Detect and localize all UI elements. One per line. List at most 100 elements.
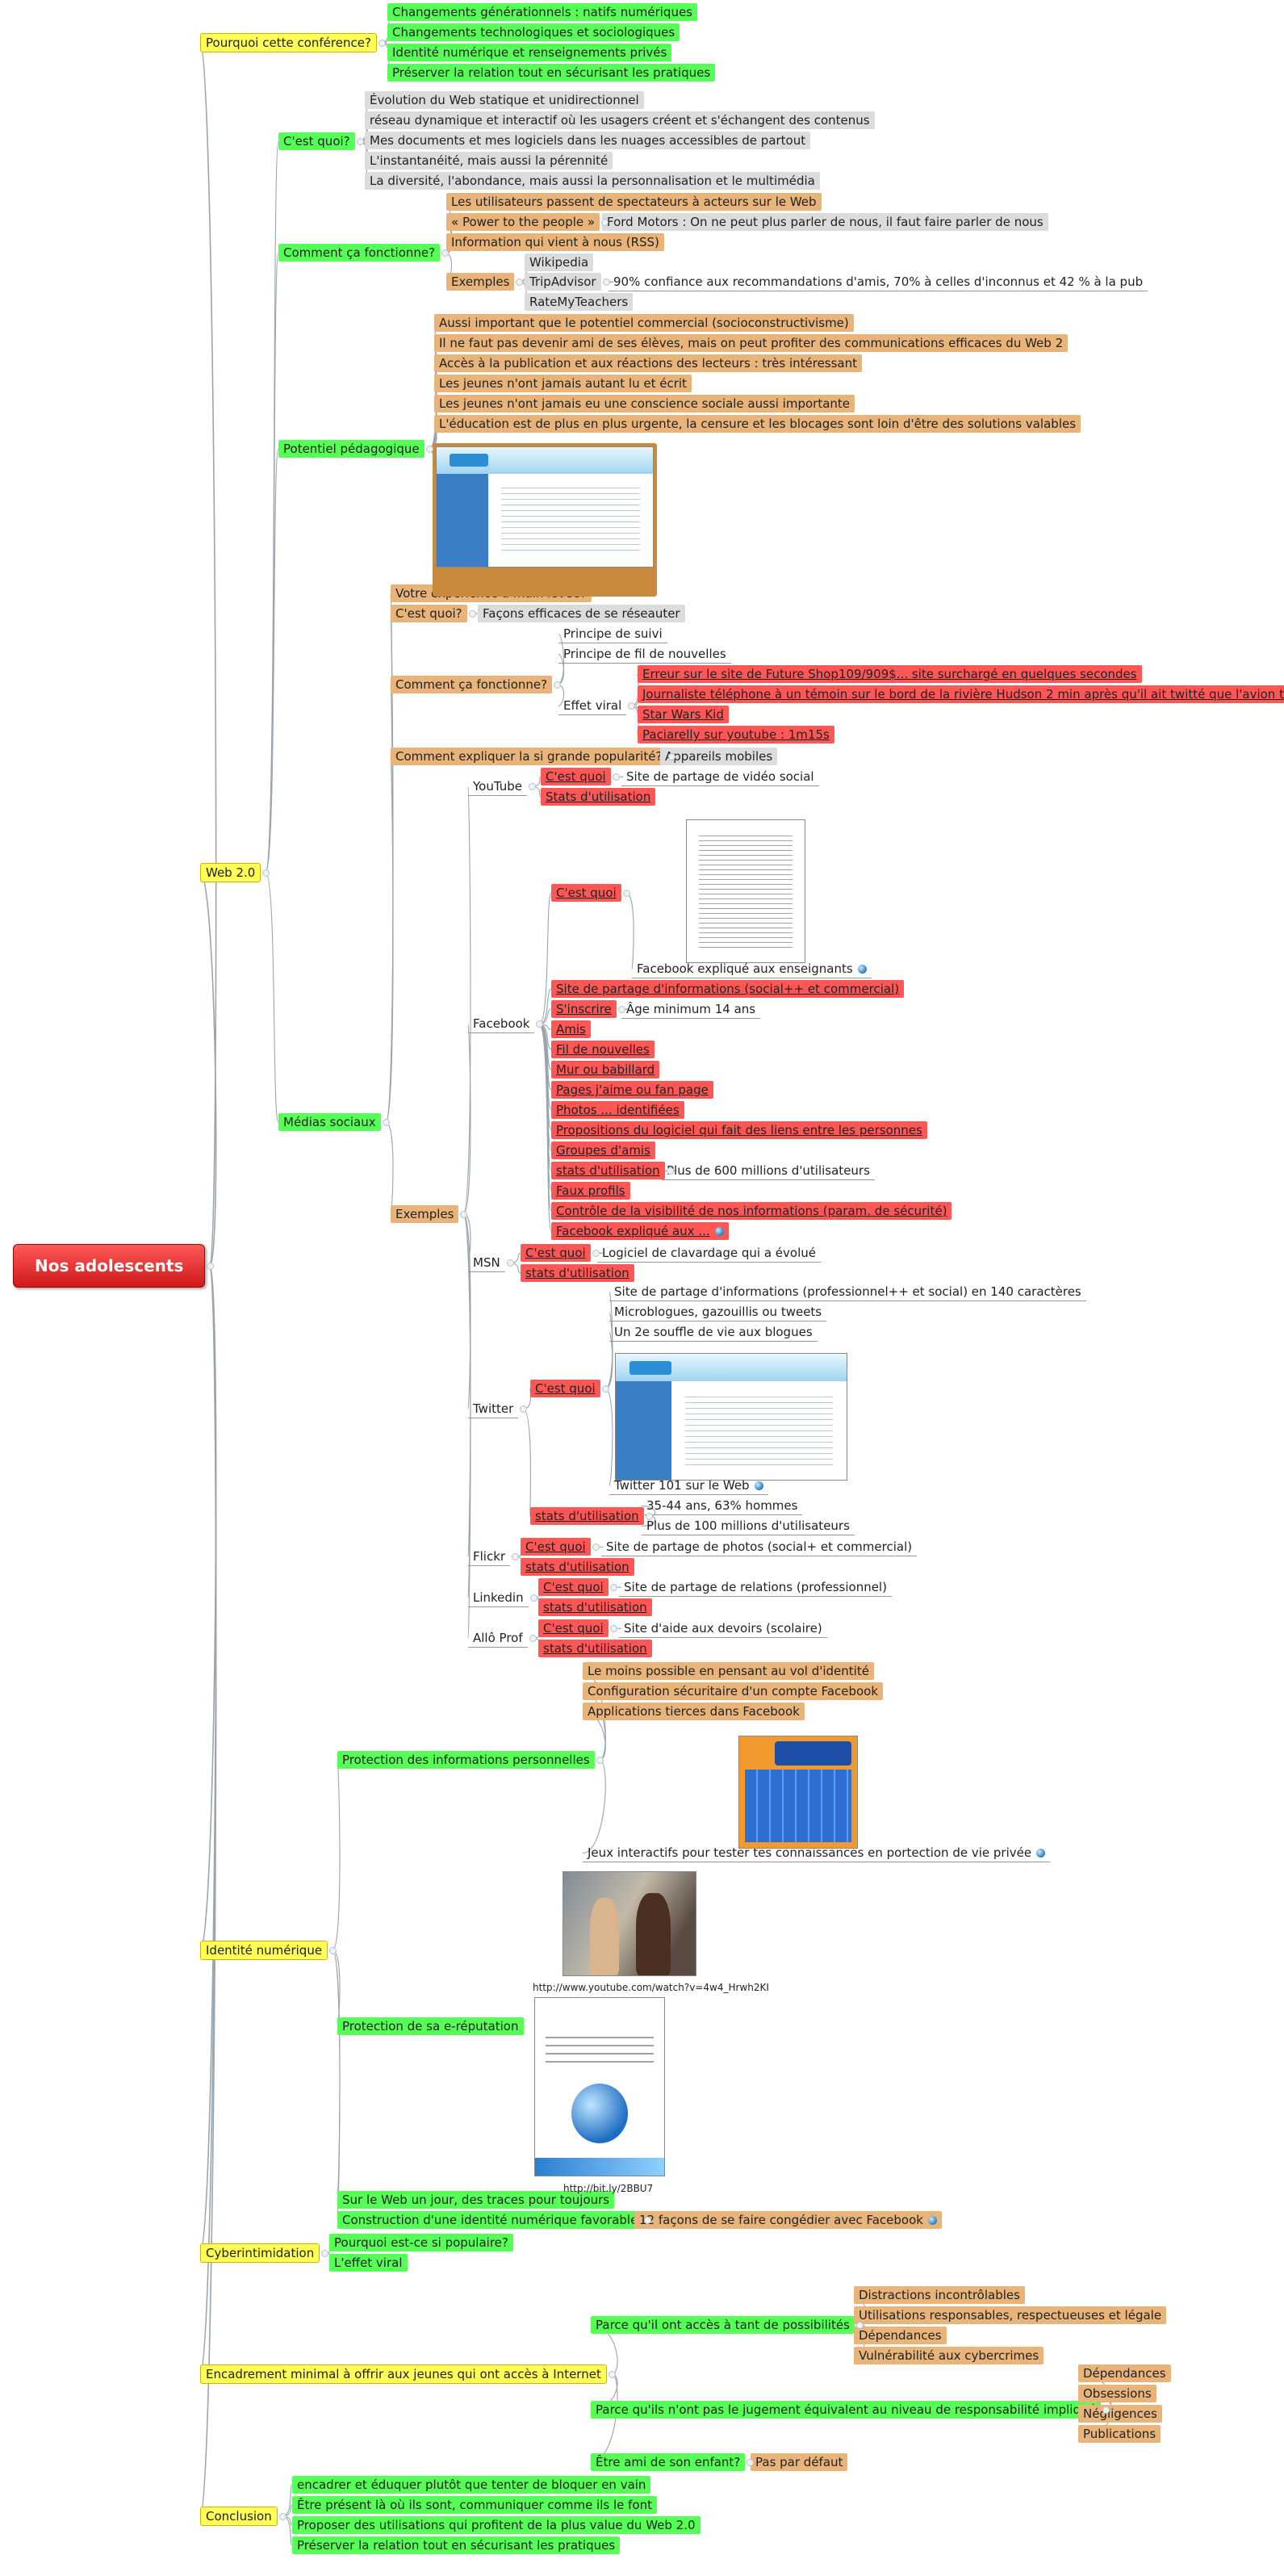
node-tw2b[interactable]: Plus de 100 millions d'utilisateurs bbox=[642, 1517, 855, 1535]
collapse-dot-icon[interactable] bbox=[601, 218, 609, 226]
node-pp3[interactable]: Accès à la publication et aux réactions … bbox=[434, 354, 863, 372]
node-en2a[interactable]: Dépendances bbox=[1078, 2364, 1171, 2382]
globe-icon[interactable] bbox=[927, 2216, 937, 2225]
img-cnil-image[interactable] bbox=[738, 1736, 858, 1849]
node-en2b[interactable]: Obsessions bbox=[1078, 2385, 1156, 2402]
collapse-dot-icon[interactable] bbox=[554, 681, 561, 689]
node-cq3[interactable]: Mes documents et mes logiciels dans les … bbox=[365, 132, 811, 149]
node-cf4c[interactable]: RateMyTeachers bbox=[525, 293, 634, 311]
node-ms4a[interactable]: Appareils mobiles bbox=[660, 748, 778, 765]
collapse-dot-icon[interactable] bbox=[329, 1946, 337, 1954]
node-fb5[interactable]: Fil de nouvelles bbox=[551, 1041, 655, 1058]
node-fl1a[interactable]: Site de partage de photos (social+ et co… bbox=[601, 1538, 918, 1556]
node-yt2[interactable]: Stats d'utilisation bbox=[541, 788, 656, 806]
node-fb13[interactable]: Contrôle de la visibilité de nos informa… bbox=[551, 1202, 952, 1220]
node-ap[interactable]: Allô Prof bbox=[468, 1629, 528, 1648]
collapse-dot-icon[interactable] bbox=[469, 609, 476, 618]
node-tw1d[interactable]: Twitter 101 sur le Web bbox=[609, 1476, 768, 1495]
node-ap1a[interactable]: Site d'aide aux devoirs (scolaire) bbox=[619, 1619, 827, 1638]
collapse-dot-icon[interactable] bbox=[460, 1210, 467, 1218]
node-co1[interactable]: encadrer et éduquer plutôt que tenter de… bbox=[292, 2476, 651, 2494]
node-cq2[interactable]: réseau dynamique et interactif où les us… bbox=[365, 111, 875, 129]
node-ms3c4[interactable]: Paciarelly sur youtube : 1m15s bbox=[638, 726, 834, 743]
node-pp2[interactable]: Il ne faut pas devenir ami de ses élèves… bbox=[434, 334, 1069, 352]
node-ms2a[interactable]: Façons efficaces de se réseauter bbox=[478, 605, 685, 622]
collapse-dot-icon[interactable] bbox=[603, 278, 610, 286]
node-li2[interactable]: stats d'utilisation bbox=[538, 1598, 652, 1616]
node-fb3a[interactable]: Âge minimum 14 ans bbox=[621, 1000, 761, 1019]
node-cf2[interactable]: « Power to the people » bbox=[446, 213, 600, 231]
collapse-dot-icon[interactable] bbox=[592, 1543, 600, 1551]
node-co4[interactable]: Préserver la relation tout en sécurisant… bbox=[292, 2536, 621, 2554]
collapse-dot-icon[interactable] bbox=[623, 889, 630, 897]
node-tw1[interactable]: C'est quoi bbox=[530, 1380, 600, 1397]
collapse-dot-icon[interactable] bbox=[668, 752, 675, 760]
collapse-dot-icon[interactable] bbox=[610, 1583, 617, 1591]
node-pp1[interactable]: Aussi important que le potentiel commerc… bbox=[434, 314, 854, 332]
node-ms3[interactable]: Comment ça fonctionne? bbox=[391, 676, 553, 693]
node-en2[interactable]: Parce qu'ils n'ont pas le jugement équiv… bbox=[591, 2401, 1101, 2419]
node-ms3a[interactable]: Principe de suivi bbox=[558, 625, 667, 643]
node-id4a[interactable]: 12 façons de se faire congédier avec Fac… bbox=[634, 2211, 942, 2229]
node-cq4[interactable]: L'instantanéité, mais aussi la pérennité bbox=[365, 152, 613, 170]
node-co[interactable]: Conclusion bbox=[200, 2507, 278, 2526]
node-tw1b[interactable]: Microblogues, gazouillis ou tweets bbox=[609, 1303, 827, 1322]
collapse-dot-icon[interactable] bbox=[610, 1624, 617, 1632]
node-cf1[interactable]: Les utilisateurs passent de spectateurs … bbox=[446, 193, 822, 211]
node-tw2[interactable]: stats d'utilisation bbox=[530, 1507, 644, 1525]
node-cf2a[interactable]: Ford Motors : On ne peut plus parler de … bbox=[602, 213, 1048, 231]
node-en2c[interactable]: Négligences bbox=[1078, 2405, 1162, 2423]
collapse-dot-icon[interactable] bbox=[644, 2216, 651, 2224]
node-fl2[interactable]: stats d'utilisation bbox=[521, 1558, 634, 1576]
collapse-dot-icon[interactable] bbox=[529, 1635, 537, 1642]
node-fb1[interactable]: C'est quoi bbox=[551, 884, 621, 902]
img-guide-image[interactable] bbox=[534, 1997, 665, 2176]
node-root[interactable]: Nos adolescents bbox=[13, 1244, 206, 1288]
node-id1a[interactable]: Le moins possible en pensant au vol d'id… bbox=[583, 1662, 874, 1680]
node-cf4a[interactable]: Wikipedia bbox=[525, 253, 594, 271]
node-ms4[interactable]: Comment expliquer la si grande popularit… bbox=[391, 748, 667, 765]
collapse-dot-icon[interactable] bbox=[279, 2512, 286, 2520]
node-en2d[interactable]: Publications bbox=[1078, 2425, 1161, 2443]
node-pq1[interactable]: Changements générationnels : natifs numé… bbox=[387, 3, 697, 21]
node-id[interactable]: Identité numérique bbox=[200, 1941, 328, 1960]
collapse-dot-icon[interactable] bbox=[747, 2458, 754, 2466]
node-cq1[interactable]: Évolution du Web statique et unidirectio… bbox=[365, 91, 644, 109]
node-msn1[interactable]: C'est quoi bbox=[521, 1244, 591, 1262]
node-en1[interactable]: Parce qu'il ont accès à tant de possibil… bbox=[591, 2316, 855, 2334]
node-cy2[interactable]: L'effet viral bbox=[329, 2254, 408, 2272]
node-id2[interactable]: Protection de sa e-réputation bbox=[337, 2017, 524, 2035]
node-fl[interactable]: Flickr bbox=[468, 1548, 511, 1566]
node-fb9[interactable]: Propositions du logiciel qui fait des li… bbox=[551, 1121, 927, 1139]
collapse-dot-icon[interactable] bbox=[512, 1553, 519, 1560]
node-cf3[interactable]: Information qui vient à nous (RSS) bbox=[446, 233, 664, 251]
node-web[interactable]: Web 2.0 bbox=[200, 863, 261, 882]
collapse-dot-icon[interactable] bbox=[530, 1594, 537, 1602]
collapse-dot-icon[interactable] bbox=[379, 39, 386, 47]
node-en1c[interactable]: Dépendances bbox=[854, 2327, 947, 2344]
node-fl1[interactable]: C'est quoi bbox=[521, 1538, 591, 1556]
node-fb14[interactable]: Facebook expliqué aux ... bbox=[551, 1222, 729, 1240]
node-en[interactable]: Encadrement minimal à offrir aux jeunes … bbox=[200, 2364, 607, 2384]
collapse-dot-icon[interactable] bbox=[507, 1259, 514, 1267]
node-cf[interactable]: Comment ça fonctionne? bbox=[278, 244, 441, 262]
collapse-dot-icon[interactable] bbox=[516, 278, 523, 286]
collapse-dot-icon[interactable] bbox=[529, 783, 536, 790]
node-msn1a[interactable]: Logiciel de clavardage qui a évolué bbox=[597, 1244, 821, 1263]
node-fb2[interactable]: Site de partage d'informations (social++… bbox=[551, 980, 905, 998]
node-pp5[interactable]: Les jeunes n'ont jamais eu une conscienc… bbox=[434, 395, 855, 413]
collapse-dot-icon[interactable] bbox=[207, 1262, 214, 1270]
node-cq[interactable]: C'est quoi? bbox=[278, 132, 355, 150]
node-tw[interactable]: Twitter bbox=[468, 1400, 519, 1418]
node-en1a[interactable]: Distractions incontrôlables bbox=[854, 2286, 1025, 2304]
node-tw1a[interactable]: Site de partage d'informations (professi… bbox=[609, 1283, 1086, 1301]
node-ms[interactable]: Médias sociaux bbox=[278, 1113, 381, 1131]
node-id3[interactable]: Sur le Web un jour, des traces pour touj… bbox=[337, 2191, 615, 2209]
node-pp4[interactable]: Les jeunes n'ont jamais autant lu et écr… bbox=[434, 375, 692, 392]
node-id1[interactable]: Protection des informations personnelles bbox=[337, 1751, 595, 1769]
node-fb[interactable]: Facebook bbox=[468, 1015, 535, 1033]
node-ms2[interactable]: C'est quoi? bbox=[391, 605, 467, 622]
collapse-dot-icon[interactable] bbox=[856, 2321, 864, 2329]
node-msn2[interactable]: stats d'utilisation bbox=[521, 1264, 634, 1282]
node-pq3[interactable]: Identité numérique et renseignements pri… bbox=[387, 44, 672, 61]
